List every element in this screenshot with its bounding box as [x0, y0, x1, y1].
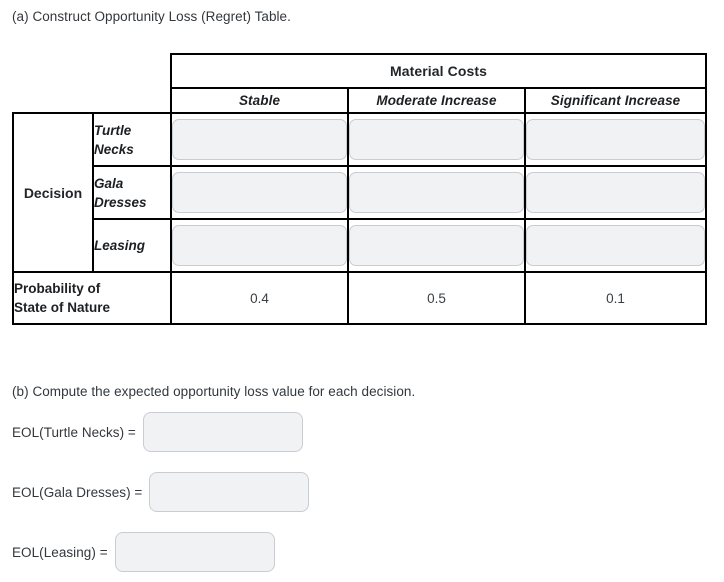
regret-cell-turtle-necks-significant[interactable] [523, 112, 708, 167]
regret-cell-leasing-significant[interactable] [523, 218, 708, 273]
alternative-label-gala-dresses: Gala Dresses [92, 165, 172, 220]
eol-input-turtle-necks[interactable] [142, 412, 303, 452]
regret-input-leasing-significant[interactable] [526, 225, 706, 266]
part-b-prompt: (b) Compute the expected opportunity los… [12, 384, 416, 399]
regret-cell-turtle-necks-stable[interactable] [170, 112, 349, 167]
regret-input-gala-dresses-moderate[interactable] [349, 172, 524, 213]
probability-value-significant: 0.1 [523, 271, 708, 325]
eol-row-leasing: EOL(Leasing) = [12, 530, 275, 574]
table-row-probability: Probability of State of Nature 0.4 0.5 0… [12, 271, 708, 325]
state-header-significant-increase: Significant Increase [523, 87, 708, 114]
table-row-gala-dresses: Gala Dresses [13, 165, 708, 220]
probability-value-moderate: 0.5 [347, 271, 526, 325]
regret-input-leasing-moderate[interactable] [349, 225, 524, 266]
eol-input-gala-dresses[interactable] [149, 472, 310, 512]
probability-label-line-2: State of Nature [14, 300, 111, 315]
regret-input-leasing-stable[interactable] [172, 225, 347, 266]
regret-cell-leasing-stable[interactable] [170, 218, 349, 273]
corner-spacer-b [93, 54, 171, 88]
table-row-leasing: Leasing [13, 218, 708, 273]
regret-input-turtle-necks-significant[interactable] [526, 119, 706, 160]
eol-label-turtle-necks: EOL(Turtle Necks) = [12, 424, 136, 440]
corner-spacer-c [13, 88, 93, 113]
eol-label-leasing: EOL(Leasing) = [12, 544, 108, 560]
alternative-label-leasing: Leasing [92, 218, 172, 273]
eol-row-gala-dresses: EOL(Gala Dresses) = [12, 470, 310, 514]
material-costs-header: Material Costs [169, 53, 708, 89]
regret-cell-gala-dresses-stable[interactable] [170, 165, 349, 220]
table-header-states-row: Stable Moderate Increase Significant Inc… [13, 87, 708, 114]
corner-spacer-d [93, 88, 171, 113]
probability-label-line-1: Probability of [14, 281, 101, 296]
state-header-stable: Stable [170, 87, 349, 114]
eol-input-leasing[interactable] [114, 532, 275, 572]
probability-value-stable: 0.4 [170, 271, 349, 325]
regret-input-turtle-necks-stable[interactable] [172, 119, 347, 160]
eol-row-turtle-necks: EOL(Turtle Necks) = [12, 410, 303, 454]
regret-input-turtle-necks-moderate[interactable] [349, 119, 524, 160]
regret-cell-gala-dresses-significant[interactable] [523, 165, 708, 220]
corner-spacer-a [13, 54, 93, 88]
eol-label-gala-dresses: EOL(Gala Dresses) = [12, 484, 143, 500]
regret-cell-gala-dresses-moderate[interactable] [347, 165, 526, 220]
regret-cell-leasing-moderate[interactable] [347, 218, 526, 273]
table-header-group-row: Material Costs [13, 53, 708, 89]
probability-row-label: Probability of State of Nature [12, 271, 172, 325]
decision-group-label: Decision [12, 112, 94, 273]
regret-cell-turtle-necks-moderate[interactable] [347, 112, 526, 167]
alternative-label-turtle-necks: Turtle Necks [92, 112, 172, 167]
regret-input-gala-dresses-significant[interactable] [526, 172, 706, 213]
table-row-turtle-necks: Decision Turtle Necks [12, 112, 708, 273]
regret-table: Material Costs Stable Moderate Increase … [12, 53, 708, 325]
regret-input-gala-dresses-stable[interactable] [172, 172, 347, 213]
state-header-moderate-increase: Moderate Increase [347, 87, 526, 114]
part-a-prompt: (a) Construct Opportunity Loss (Regret) … [12, 9, 291, 24]
